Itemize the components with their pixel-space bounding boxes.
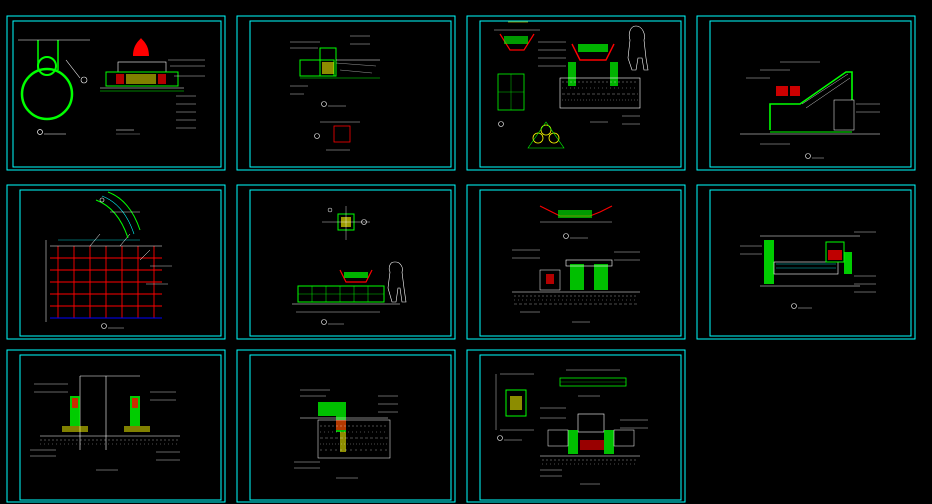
sheet-inner-border (479, 189, 682, 337)
drawing-sheet-2[interactable] (236, 15, 456, 171)
drawing-sheet-7[interactable] (466, 184, 686, 340)
sheet-outer-border (696, 184, 916, 340)
sheet-inner-border (249, 189, 452, 337)
sheet-outer-border (6, 184, 226, 340)
sheet-inner-border (249, 354, 452, 501)
sheet-inner-border (19, 354, 222, 501)
detail-drawing-stair-ramp (740, 61, 880, 159)
drawing-sheet-3[interactable] (466, 15, 686, 171)
detail-drawing-column-section (30, 375, 180, 471)
detail-drawing-planter-box (494, 21, 565, 149)
detail-drawing-drain-section (294, 389, 398, 479)
detail-drawing-small-plan (314, 121, 360, 151)
sheet-inner-border (12, 20, 222, 168)
detail-drawing-planter-plan (322, 206, 370, 240)
sheet-outer-border (6, 15, 226, 171)
drawing-sheet-1[interactable] (6, 15, 226, 171)
drawing-sheet-8[interactable] (696, 184, 916, 340)
sheet-inner-border (479, 354, 682, 501)
sheet-outer-border (466, 184, 686, 340)
detail-drawing-step-strip (559, 369, 627, 397)
drawing-sheet-4[interactable] (696, 15, 916, 171)
sheet-outer-border (466, 15, 686, 171)
sheet-inner-border (709, 20, 912, 168)
detail-drawing-pool-edge (740, 231, 876, 309)
detail-drawing-seat-wall-top (539, 205, 613, 239)
sheet-inner-border (479, 20, 682, 168)
drawing-sheet-11[interactable] (466, 349, 686, 503)
drawing-sheet-10[interactable] (236, 349, 456, 503)
detail-drawing-bench-elevation (292, 261, 407, 325)
sheet-outer-border (236, 15, 456, 171)
detail-drawing-seat-wall-section (512, 249, 640, 323)
sheet-inner-border (249, 20, 452, 168)
drawing-sheet-9[interactable] (6, 349, 226, 503)
detail-drawing-lamp-base (100, 38, 205, 135)
detail-drawing-manhole (18, 39, 90, 135)
sheet-inner-border (19, 189, 222, 337)
detail-drawing-planter-section (538, 25, 649, 125)
detail-drawing-step-section (540, 407, 648, 485)
sheet-inner-border (709, 189, 912, 337)
detail-drawing-paving-grid (45, 191, 172, 329)
sheet-outer-border (696, 15, 916, 171)
drawing-sheet-6[interactable] (236, 184, 456, 340)
sheet-outer-border (466, 349, 686, 503)
detail-drawing-curb-section (290, 35, 380, 107)
sheet-outer-border (236, 184, 456, 340)
sheet-outer-border (236, 349, 456, 503)
drawing-sheet-5[interactable] (6, 184, 226, 340)
detail-drawing-step-plan (495, 373, 534, 441)
sheet-outer-border (6, 349, 226, 503)
